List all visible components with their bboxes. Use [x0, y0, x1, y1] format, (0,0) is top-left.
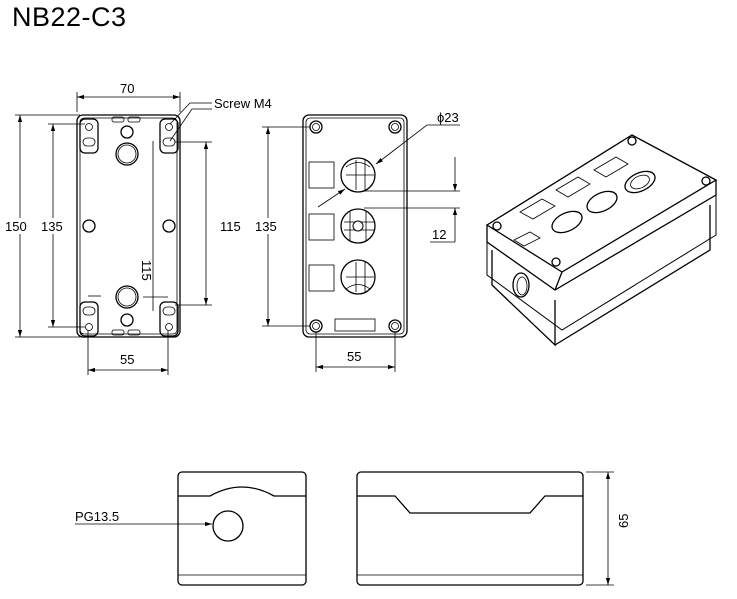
- isometric-view: [485, 134, 718, 347]
- drawing-title: NB22-C3: [12, 2, 127, 32]
- spacing-dimension-label: 12: [432, 227, 446, 242]
- small-dimension-text: 115: [139, 260, 154, 281]
- front-view: PG13.5: [75, 471, 307, 586]
- top-width-dimension-label: 55: [347, 349, 361, 364]
- height-dimension-label: 150: [5, 219, 27, 234]
- side-view: 65: [356, 471, 631, 586]
- side-height-dimension-label: 65: [616, 514, 631, 528]
- button-holes: [308, 157, 376, 295]
- hole-spacing-dimension-label: 115: [220, 219, 241, 234]
- bottom-view: 115 70 Screw M4 150 135 115 55: [4, 81, 272, 375]
- label-plate: [334, 318, 376, 332]
- top-height-dimension-label: 135: [255, 219, 277, 234]
- screw-label: Screw M4: [214, 96, 272, 111]
- top-view: ϕ23 12 135 55: [254, 110, 460, 372]
- diameter-label: ϕ23: [437, 110, 459, 125]
- inner-height-dimension-label: 135: [41, 219, 63, 234]
- width-dimension-label: 70: [120, 81, 134, 96]
- mount-holes: [79, 118, 179, 337]
- thread-label: PG13.5: [75, 509, 119, 524]
- hole-width-dimension-label: 55: [120, 352, 134, 367]
